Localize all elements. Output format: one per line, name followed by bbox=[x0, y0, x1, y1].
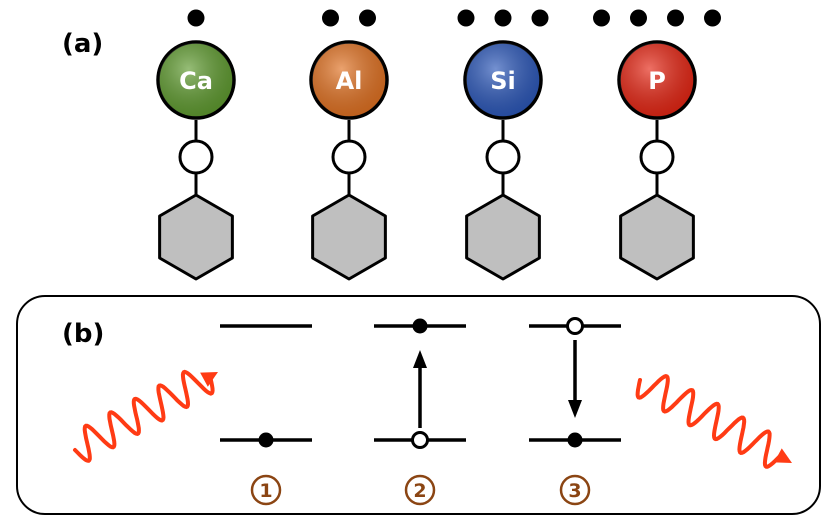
panel-b-label: (b) bbox=[62, 319, 104, 349]
valence-electron-icon bbox=[494, 9, 512, 27]
step-3: 3 bbox=[529, 317, 621, 506]
panel-a: (a) Ca Al Si P bbox=[62, 9, 721, 281]
transition-steps: 1 2 3 bbox=[220, 317, 621, 506]
atom-shading bbox=[159, 43, 233, 117]
step-number-ring bbox=[250, 474, 282, 506]
atom-groups: Ca Al Si P bbox=[156, 9, 721, 281]
atom-symbol: Ca bbox=[179, 67, 213, 95]
valence-electron-icon bbox=[187, 9, 205, 27]
atom-symbol: Al bbox=[336, 67, 363, 95]
atom-shading bbox=[466, 43, 540, 117]
panel-b: (b) 1 2 3 bbox=[16, 295, 821, 515]
ring-icon bbox=[639, 139, 675, 175]
panel-a-label: (a) bbox=[62, 29, 103, 59]
arrow-up-head-icon bbox=[413, 350, 427, 368]
atom-symbol: P bbox=[648, 67, 666, 95]
step-number: 2 bbox=[413, 480, 426, 502]
atom-shading bbox=[312, 43, 386, 117]
hole-icon bbox=[411, 431, 429, 449]
valence-electron-icon bbox=[667, 9, 684, 27]
arrow-down-head-icon bbox=[568, 400, 582, 418]
incoming-photon-icon bbox=[73, 369, 218, 463]
hole-icon bbox=[566, 317, 584, 335]
valence-electron-icon bbox=[531, 9, 549, 27]
ring-icon bbox=[331, 139, 367, 175]
ring-icon bbox=[485, 139, 521, 175]
atom-ca: Ca bbox=[156, 9, 236, 281]
step-number: 3 bbox=[568, 480, 581, 502]
hexagon-icon bbox=[619, 193, 695, 281]
step-2: 2 bbox=[374, 318, 466, 506]
atom-symbol: Si bbox=[490, 67, 516, 95]
valence-electron-icon bbox=[704, 9, 721, 27]
ring-icon bbox=[178, 139, 214, 175]
hexagon-icon bbox=[158, 193, 234, 281]
step-number-ring bbox=[404, 474, 436, 506]
hexagon-icon bbox=[465, 193, 541, 281]
electron-icon bbox=[412, 318, 428, 334]
electron-icon bbox=[567, 432, 583, 448]
atom-al: Al bbox=[309, 9, 389, 281]
panel-b-frame bbox=[16, 295, 821, 515]
outgoing-photon-icon bbox=[635, 374, 792, 469]
atom-p: P bbox=[593, 9, 721, 281]
step-number-ring bbox=[559, 474, 591, 506]
hexagon-icon bbox=[311, 193, 387, 281]
atom-shading bbox=[620, 43, 694, 117]
valence-electron-icon bbox=[359, 9, 376, 27]
valence-electron-icon bbox=[593, 9, 610, 27]
electron-icon bbox=[258, 432, 274, 448]
valence-electron-icon bbox=[630, 9, 647, 27]
atom-si: Si bbox=[457, 9, 549, 281]
step-number: 1 bbox=[259, 480, 272, 502]
valence-electron-icon bbox=[457, 9, 475, 27]
valence-electron-icon bbox=[322, 9, 339, 27]
step-1: 1 bbox=[220, 324, 312, 506]
